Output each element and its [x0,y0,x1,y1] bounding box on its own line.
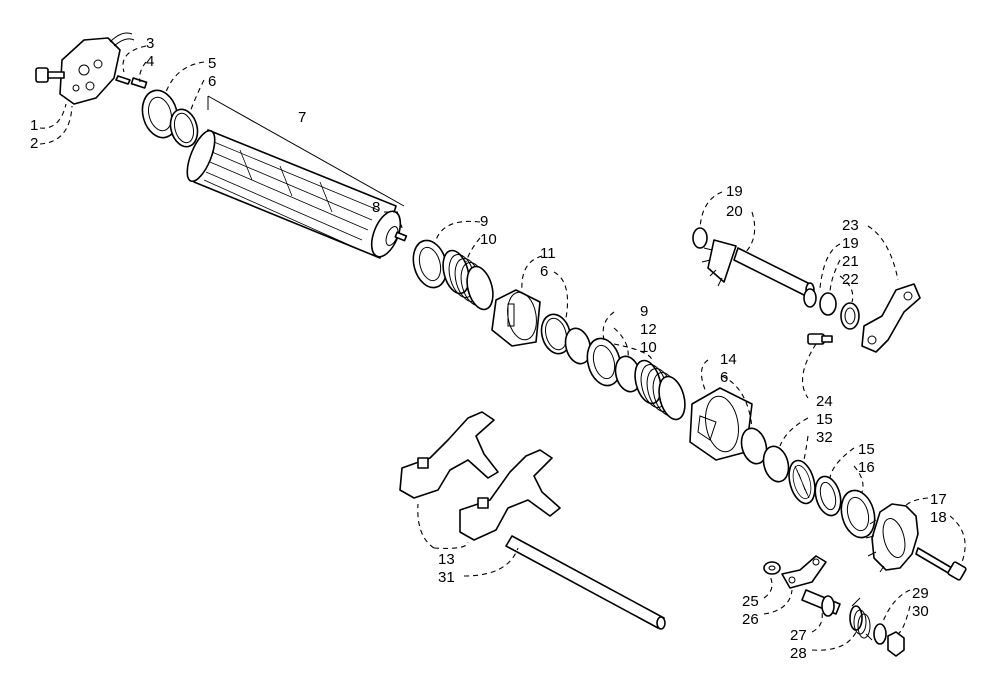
callout-6a: 6 [208,73,216,90]
part-washer-15a [762,445,790,483]
part-washer-5 [141,89,179,139]
callout-10b: 10 [640,339,657,356]
part-nut-30 [887,631,905,657]
callout-18: 18 [930,509,947,526]
part-spring-28 [849,597,873,641]
part-circlip-19a [692,227,708,249]
callout-26: 26 [742,611,759,628]
part-washer-21 [819,292,837,316]
callout-31: 31 [438,569,455,586]
part-circlip-6c [740,427,768,465]
callout-19b: 19 [842,235,859,252]
callout-labels: 1 2 3 4 5 6 7 8 9 10 11 6 9 12 10 14 6 1… [30,35,947,662]
callout-24: 24 [816,393,833,410]
callout-1: 1 [30,117,38,134]
callout-11: 11 [540,245,556,262]
callout-32: 32 [816,429,833,446]
leader-7 [207,95,405,207]
callout-13: 13 [438,551,455,568]
part-seal-22 [840,302,860,330]
callout-10a: 10 [480,231,497,248]
callout-8: 8 [372,199,380,216]
part-plate-26 [781,555,827,589]
callout-20: 20 [726,203,743,220]
part-circlip-6b [540,313,572,355]
part-shift-shaft-20 [701,239,815,298]
callout-12: 12 [640,321,657,338]
part-circlip-6b2 [564,327,592,365]
part-fork-shaft-31 [505,535,666,630]
callout-17: 17 [930,491,947,508]
callout-30: 30 [912,603,929,620]
part-pin-4 [115,75,148,89]
part-fork-13b [459,449,561,541]
callout-14: 14 [720,351,737,368]
part-lever-23 [861,283,921,353]
callout-4: 4 [146,53,154,70]
callout-3: 3 [146,35,154,52]
part-spring-10a [442,249,494,311]
callout-9b: 9 [640,303,648,320]
callout-29: 29 [912,585,929,602]
part-pin-24 [807,333,833,345]
part-washer-16 [840,489,876,539]
part-bolt-1 [35,67,65,83]
part-fork-13a [399,411,499,499]
callout-27: 27 [790,627,807,644]
part-circlip-6a [169,108,199,148]
leader-lines [39,45,966,651]
callout-22: 22 [842,271,859,288]
part-shift-drum-7 [186,129,408,259]
callout-6b: 6 [540,263,548,280]
callout-21: 21 [842,253,859,270]
part-washer-15b [814,475,842,517]
callout-28: 28 [790,645,807,662]
part-washer-25 [763,561,781,575]
part-shift-sensor [59,32,135,105]
callout-15a: 15 [816,411,833,428]
part-spring-10b [634,359,686,421]
part-gear-17 [865,503,919,573]
part-washer-9b [586,337,622,387]
part-circlip-19b [803,288,817,308]
callout-7: 7 [298,109,306,126]
callout-16: 16 [858,459,875,476]
part-dog-11 [491,289,541,347]
callout-9a: 9 [480,213,488,230]
callout-5: 5 [208,55,216,72]
callout-6c: 6 [720,369,728,386]
callout-25: 25 [742,593,759,610]
callout-2: 2 [30,135,38,152]
callout-23: 23 [842,217,859,234]
part-stud-27 [801,589,841,617]
callout-19a: 19 [726,183,743,200]
part-washer-29 [873,623,887,645]
part-bearing-32 [788,459,816,505]
callout-15b: 15 [858,441,875,458]
part-bolt-18 [915,547,967,581]
